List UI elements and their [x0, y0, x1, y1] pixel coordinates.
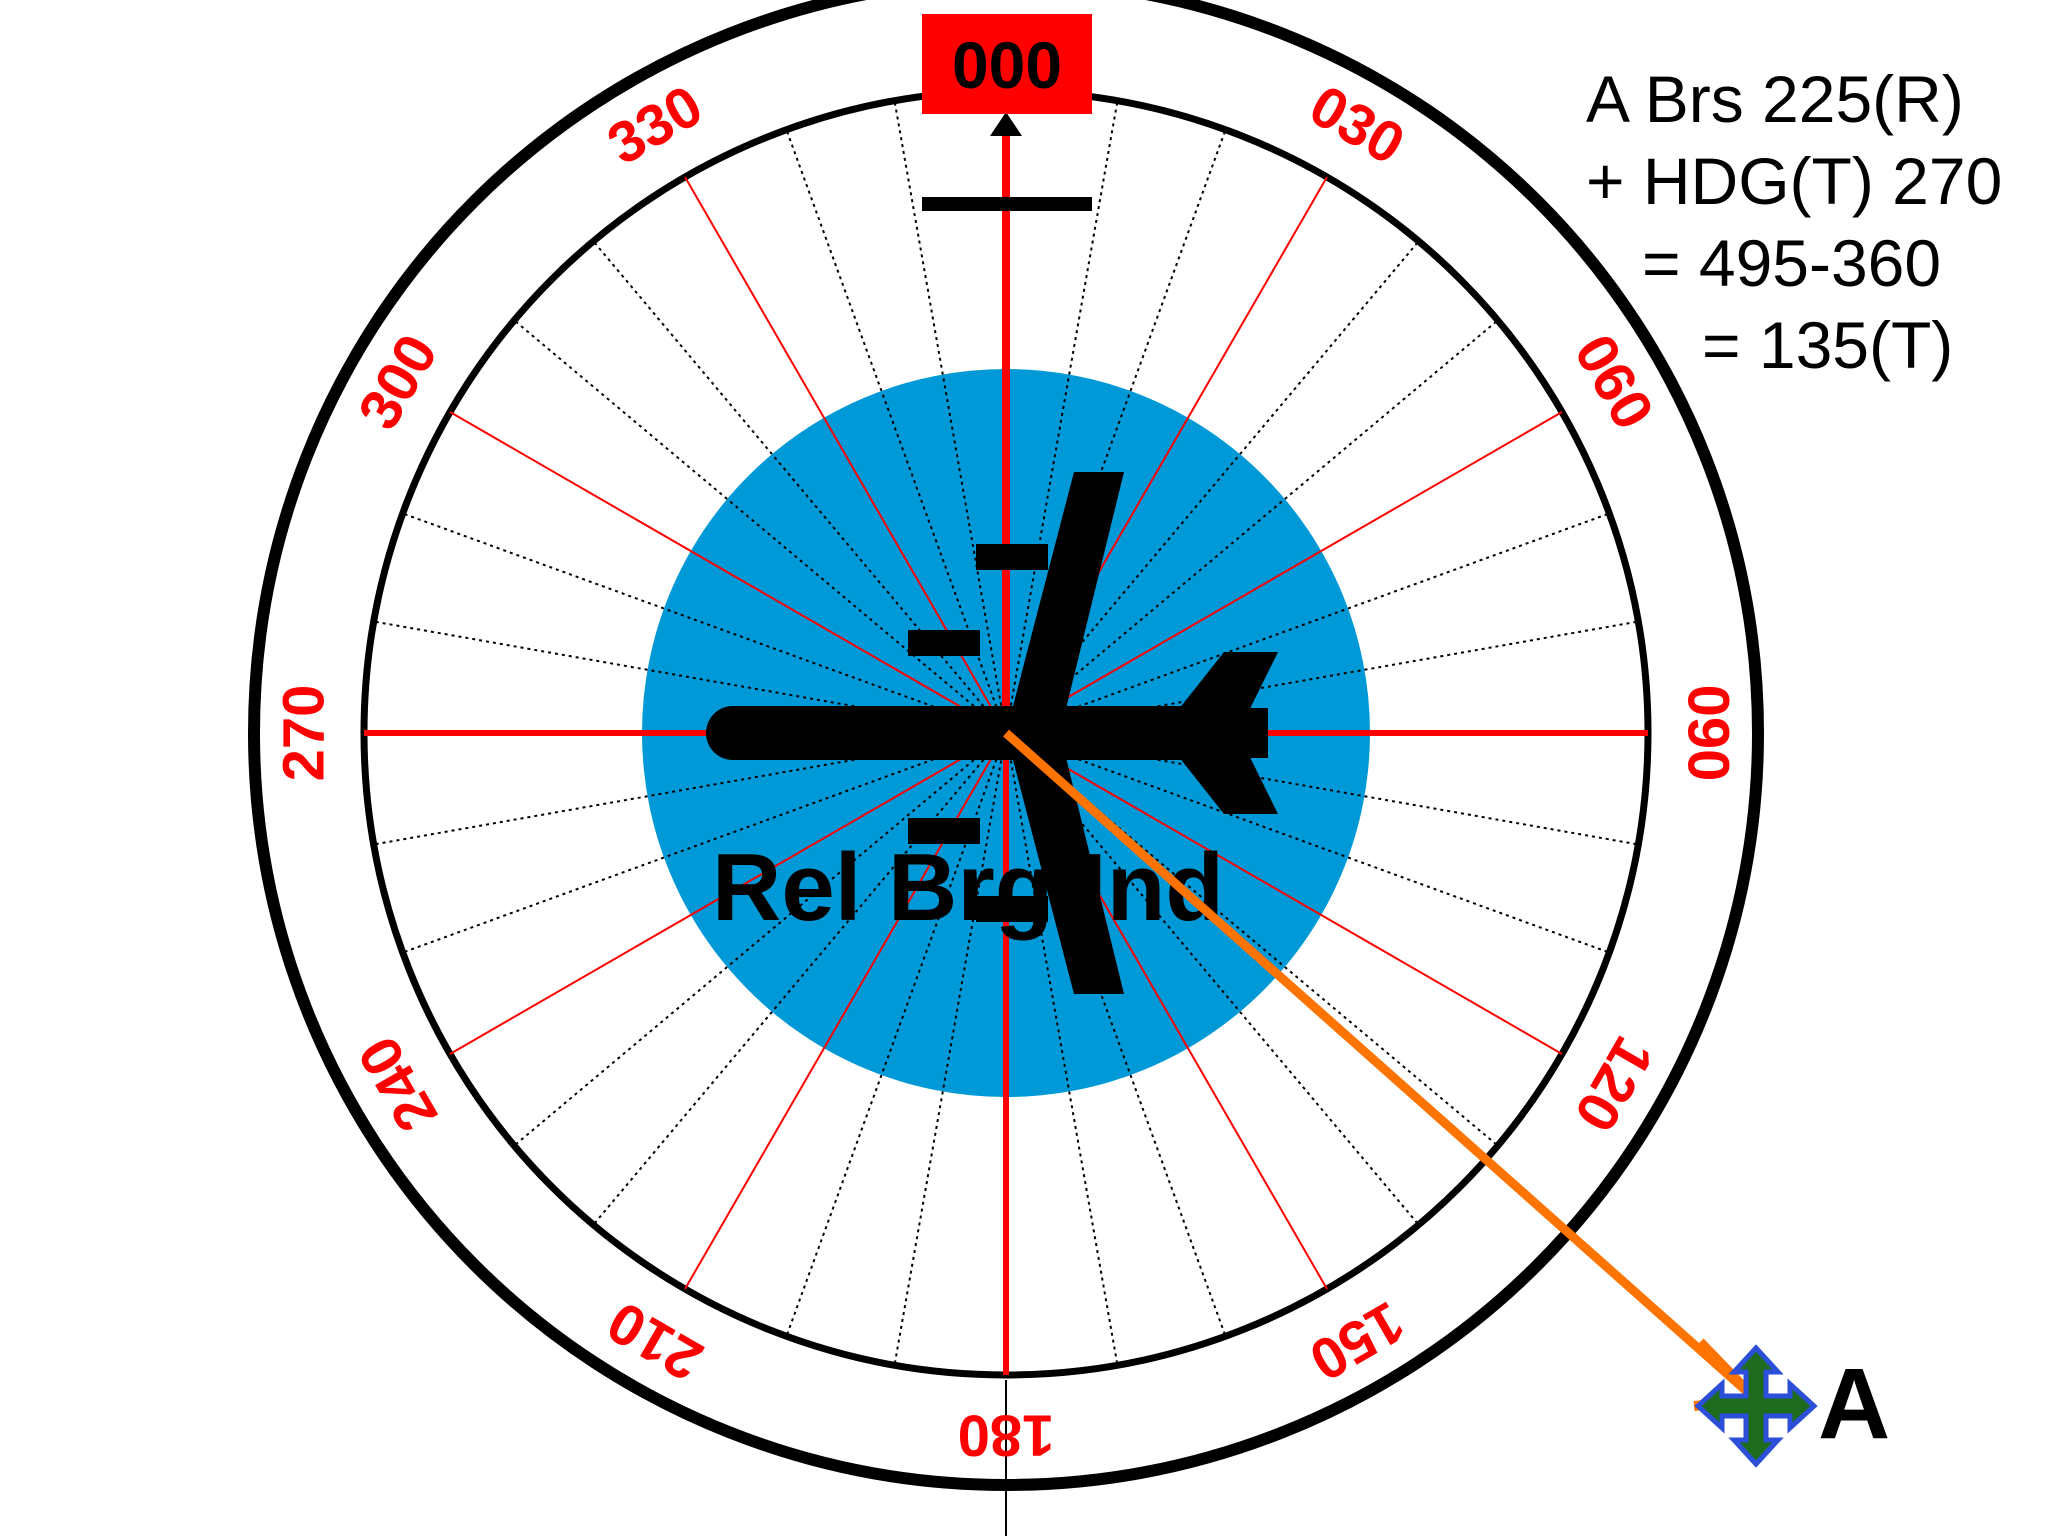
- minor-bearing-line: [893, 100, 1007, 734]
- heading-box-label: 000: [952, 28, 1062, 102]
- major-bearing-line: [1005, 732, 1563, 1055]
- center-label: Rel Brg Ind: [712, 834, 1224, 941]
- minor-bearing-line: [1005, 319, 1499, 734]
- minor-bearing-line: [893, 732, 1007, 1366]
- minor-bearing-line: [402, 512, 1007, 734]
- calculation-block: A Brs 225(R) + HDG(T) 270 = 495-360 = 13…: [1586, 62, 2002, 382]
- move-arrows-icon: [1694, 1344, 1818, 1468]
- target-bearing-arrow: [1003, 729, 1755, 1400]
- target-label: A: [1818, 1348, 1890, 1460]
- calc-line-3: = 495-360: [1642, 226, 1941, 300]
- degree-label: 180: [958, 1403, 1055, 1468]
- heading-box: [922, 14, 1092, 114]
- minor-bearing-line: [1005, 512, 1610, 734]
- heading-index-arrowhead: [990, 112, 1022, 136]
- airplane-icon: [706, 472, 1278, 994]
- major-bearing-line: [449, 732, 1007, 1055]
- minor-bearing-line: [1005, 732, 1119, 1366]
- minor-bearing-line: [513, 732, 1007, 1147]
- major-bearing-line: [1005, 411, 1563, 734]
- calc-line-1: A Brs 225(R): [1586, 62, 1964, 136]
- calc-line-4: = 135(T): [1702, 308, 1953, 382]
- minor-bearing-line: [402, 732, 1007, 954]
- minor-bearing-line: [1005, 732, 1610, 954]
- calc-line-2: + HDG(T) 270: [1586, 144, 2002, 218]
- degree-label: 090: [1676, 685, 1741, 782]
- degree-label: 270: [272, 685, 337, 782]
- minor-bearing-line: [513, 319, 1007, 734]
- major-bearing-line: [449, 411, 1007, 734]
- minor-bearing-line: [1005, 100, 1119, 734]
- minor-bearing-line: [592, 732, 1007, 1226]
